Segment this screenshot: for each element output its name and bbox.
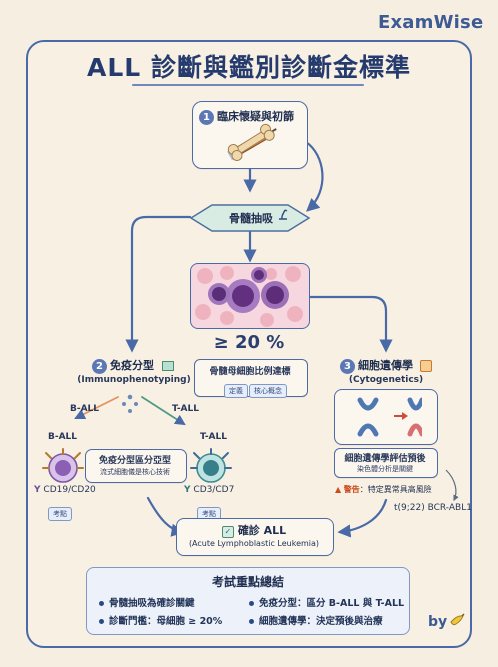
t-markers: Y CD3/CD7: [184, 485, 235, 495]
microscope-icon: [279, 209, 288, 220]
step2-number: 2: [92, 358, 107, 374]
summary-item-3: 診斷門檻：母細胞 ≥ 20%: [99, 613, 222, 627]
cyto-box-subtitle: 染色體分析是關鍵: [357, 465, 413, 473]
immuno-box-subtitle: 流式細胞儀是核心技術: [100, 468, 170, 476]
footer-by-label: by: [428, 614, 448, 630]
arrow-step1-bypass: [304, 140, 324, 212]
branch-t-label: T-ALL: [172, 404, 199, 414]
bone-marrow-diamond: [190, 204, 310, 232]
dna-icon: [419, 360, 432, 372]
b-cell-icon: [42, 448, 84, 483]
t-cell-icon: [190, 448, 232, 483]
title-underline: [132, 84, 364, 86]
threshold-tag-definition: 定義: [224, 378, 248, 398]
confirm-card: [176, 518, 334, 556]
checkmark-icon: ✓: [221, 526, 234, 538]
banana-icon: [450, 613, 465, 626]
step1-label: 臨床懷疑與初篩: [217, 110, 294, 123]
confirm-subtitle: (Acute Lymphoblastic Leukemia): [188, 539, 320, 548]
threshold-description: 骨髓母細胞比例達標: [209, 367, 291, 377]
arrow-to-cyto: [306, 295, 393, 353]
syringe-bone-icon: [226, 123, 277, 161]
immuno-box-title: 免疫分型區分亞型: [98, 456, 171, 466]
step3-number: 3: [340, 358, 355, 374]
step3-label: 細胞遺傳學: [358, 359, 413, 372]
arrow-cyto-to-confirm: [337, 498, 388, 538]
b-tag: 考點: [48, 501, 72, 521]
arrow-b-branch: [74, 396, 119, 419]
t-tag: 考點: [197, 501, 221, 521]
arrow-t-branch: [141, 396, 186, 426]
b-markers: Y CD19/CD20: [34, 485, 96, 495]
cyto-box-title: 細胞遺傳學評估預後: [344, 454, 426, 464]
immuno-box: [85, 449, 187, 483]
summary-item-1: 骨髓抽吸為確診關鍵: [99, 595, 195, 609]
threshold-tag-concept: 核心概念: [249, 378, 287, 398]
cyto-box: [334, 448, 438, 478]
confirm-title: ✓確診 ALL: [176, 522, 332, 538]
marrow-smear-image: [190, 263, 310, 329]
page-title: ALL 診斷與鑑別診斷金標準: [87, 53, 411, 82]
arrow-warning-to-translocation: [445, 469, 459, 502]
summary-item-2: 免疫分型：區分 B-ALL 與 T-ALL: [249, 595, 404, 609]
step2-label: 免疫分型: [110, 359, 154, 372]
step1-number: 1: [199, 109, 214, 125]
summary-title: 考試重點總結: [211, 575, 284, 589]
brand-logo: ExamWise: [378, 12, 484, 33]
b-cell-label: B-ALL: [48, 432, 78, 442]
bone-marrow-label: 骨髓抽吸: [229, 212, 273, 225]
step2-subtitle: (Immunophenotyping): [77, 375, 191, 385]
summary-item-4: 細胞遺傳學：決定預後與治療: [249, 613, 383, 627]
chromosome-icon: [357, 397, 422, 437]
warning-note: ▲ 警告：特定異常具高風險: [335, 485, 432, 494]
t-cell-label: T-ALL: [200, 432, 227, 442]
branch-b-label: B-ALL: [70, 404, 100, 414]
monitor-icon: [161, 361, 174, 371]
step3-subtitle: (Cytogenetics): [348, 375, 424, 385]
threshold-value: ≥ 20 %: [213, 332, 285, 353]
translocation-label: t(9;22) BCR-ABL1: [394, 503, 472, 513]
summary-box: 考試重點總結 骨髓抽吸為確診關鍵 免疫分型：區分 B-ALL 與 T-ALL 診…: [86, 567, 410, 635]
arrow-to-immuno: [125, 215, 192, 353]
